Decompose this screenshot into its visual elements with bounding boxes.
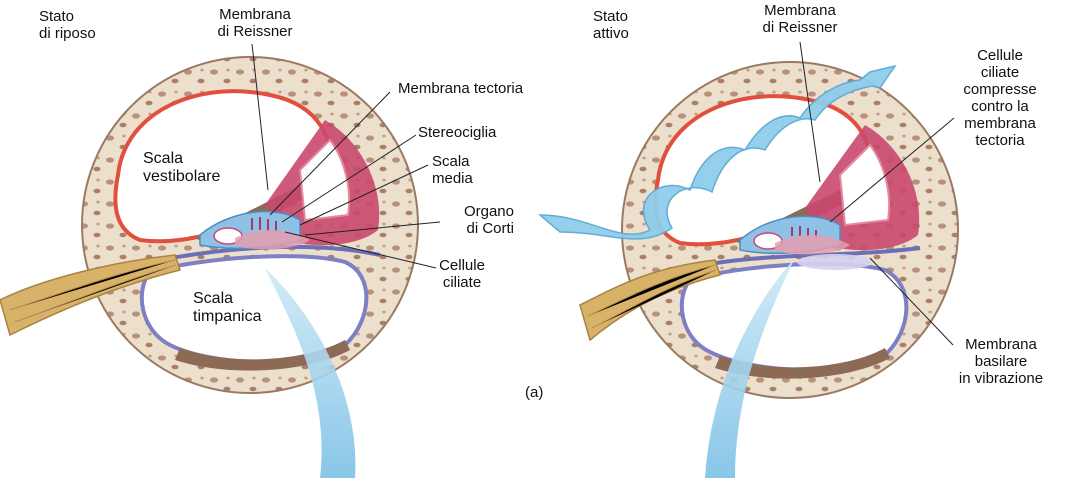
left-state-label: Stato di riposo [39,8,96,42]
stereocilia-label: Stereociglia [418,124,497,141]
corti-label: Organo di Corti [463,203,514,237]
leader-lines [251,41,955,346]
basilar-membrane-label: Membrana basilare in vibrazione [958,336,1044,387]
scala-media-label: Scala media [432,153,473,187]
tectoria-label: Membrana tectoria [398,80,524,97]
timpanica-label: Scala timpanica [193,290,262,325]
left-cochlea [0,56,419,394]
right-sound-wave [537,64,897,478]
right-state-label: Stato attivo [593,8,629,42]
left-reissner-label: Membrana di Reissner [217,6,293,40]
compressed-hair-cells-label: Cellule ciliate compresse contro la memb… [963,47,1037,149]
left-sound-wave [265,268,356,478]
vestibolare-label: Scala vestibolare [143,150,221,185]
right-reissner-label: Membrana di Reissner [762,2,838,36]
figure-letter: (a) [525,384,544,401]
right-cochlea [579,61,959,399]
hair-cells-label: Cellule ciliate [439,257,485,291]
